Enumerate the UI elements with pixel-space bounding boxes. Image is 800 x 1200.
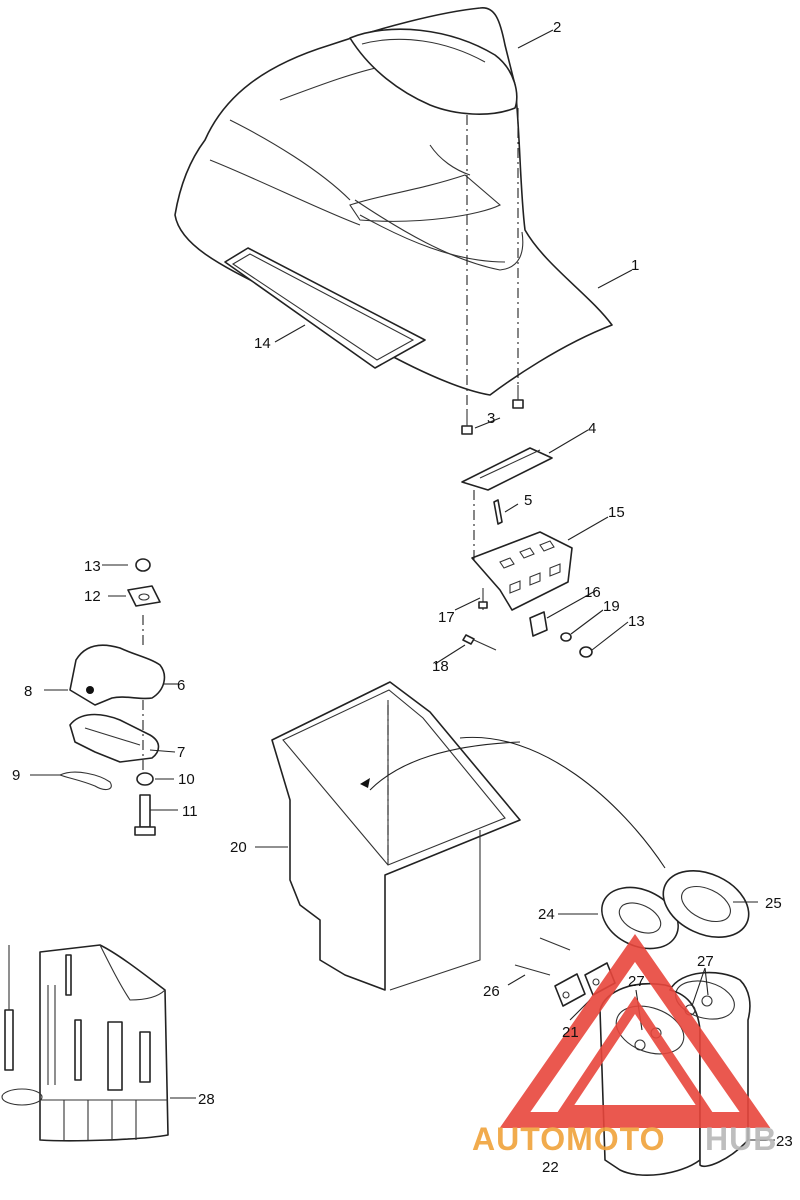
callout-13-left: 13: [84, 558, 101, 575]
callout-23: 23: [776, 1133, 793, 1150]
callout-5: 5: [524, 492, 532, 509]
spring-part-9: [58, 771, 112, 791]
strap: [1, 1088, 43, 1106]
callout-26: 26: [483, 983, 500, 1000]
watermark-triangle: [499, 934, 771, 1128]
callout-16: 16: [584, 584, 601, 601]
callout-22: 22: [542, 1159, 559, 1176]
screw-part-18: [462, 634, 497, 651]
callout-17: 17: [438, 609, 455, 626]
callout-3: 3: [487, 410, 495, 427]
callout-9: 9: [12, 767, 20, 784]
callout-12: 12: [84, 588, 101, 605]
callout-19: 19: [603, 598, 620, 615]
screw-part-5: [493, 499, 503, 525]
callout-18: 18: [432, 658, 449, 675]
latch-base-part-7: [69, 713, 160, 763]
watermark-hub-text: HUB: [705, 1121, 777, 1157]
cover-part-25: [662, 870, 750, 938]
latch-cover-part-6: [69, 644, 166, 706]
bracket-part-4: [461, 447, 553, 491]
washer-part-10: [136, 772, 154, 786]
callout-labels: 1 2 3 4 5 6 7 8 9 10 11 12 13 13 14 15 1…: [12, 19, 793, 1176]
automotohub-watermark: AUTOMOTO HUB: [472, 934, 777, 1157]
callout-7: 7: [177, 744, 185, 761]
windshield-insert-part-2: [349, 28, 518, 115]
callout-4: 4: [588, 420, 596, 437]
callout-27-left: 27: [628, 973, 645, 990]
fasteners-part-26: [514, 937, 571, 976]
storage-bin-part-20: [271, 681, 666, 991]
callout-27-right: 27: [697, 953, 714, 970]
callout-10: 10: [178, 771, 195, 788]
bolt-part-11: [134, 794, 156, 836]
square-nut-part-12: [127, 585, 161, 607]
watermark-auto-text: AUTOMOTO: [472, 1121, 665, 1157]
latch-bracket-part-15: [471, 531, 573, 611]
screws-part-3: [461, 385, 524, 435]
screwdriver: [4, 945, 14, 1071]
callout-15: 15: [608, 504, 625, 521]
callout-6: 6: [177, 677, 185, 694]
nut-part-13-right: [579, 646, 593, 658]
washer-part-19: [560, 632, 572, 642]
callout-1: 1: [631, 257, 639, 274]
callout-20: 20: [230, 839, 247, 856]
callout-28: 28: [198, 1091, 215, 1108]
cover-part-24: [601, 886, 679, 950]
callout-21: 21: [562, 1024, 579, 1041]
screw-part-17: [478, 588, 488, 610]
callout-13-right: 13: [628, 613, 645, 630]
centre-lines: [142, 108, 519, 860]
plate-part-16: [529, 611, 548, 637]
callout-2: 2: [553, 19, 561, 36]
nut-part-13-left: [135, 558, 151, 572]
callout-25: 25: [765, 895, 782, 912]
callout-24: 24: [538, 906, 555, 923]
callout-14: 14: [254, 335, 271, 352]
callout-8: 8: [24, 683, 32, 700]
leader-lines: [30, 29, 775, 1141]
tool-kit-part-28: [39, 944, 169, 1142]
gasket-part-14: [224, 247, 426, 369]
callout-11: 11: [182, 803, 198, 820]
label-part-8: [86, 686, 94, 694]
